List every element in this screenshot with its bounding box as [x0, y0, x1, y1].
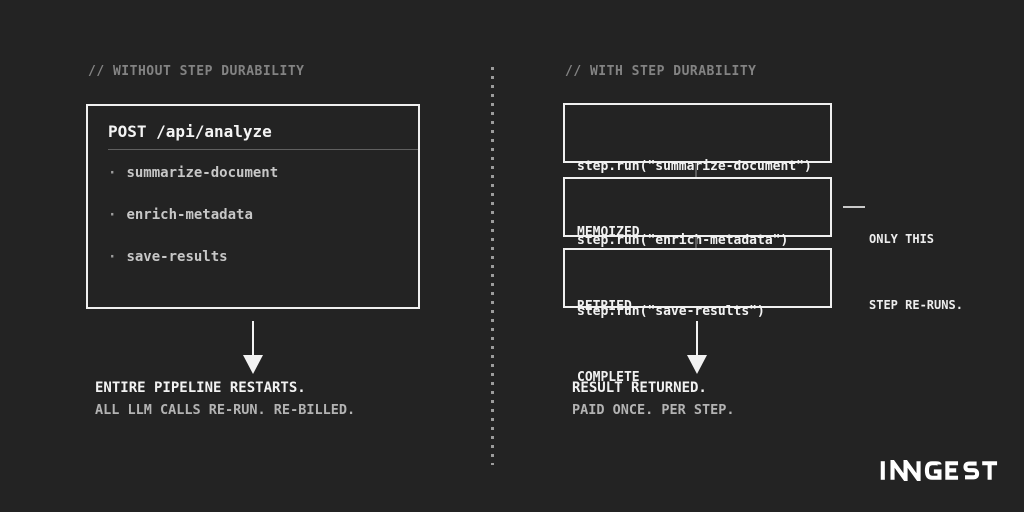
arrow-head — [243, 355, 263, 374]
right-panel-header: // WITH STEP DURABILITY — [565, 64, 757, 79]
annotation-line-1: ONLY THIS — [869, 232, 935, 246]
arrow-stem — [252, 321, 254, 355]
center-divider — [491, 67, 494, 465]
list-item: · save-results — [108, 249, 398, 267]
bullet-icon: · — [108, 165, 117, 181]
down-arrow-icon — [243, 321, 263, 374]
api-endpoint-title: POST /api/analyze — [108, 122, 272, 141]
task-label: save-results — [126, 249, 228, 265]
left-panel-header: // WITHOUT STEP DURABILITY — [88, 64, 305, 79]
step-code: step.run("summarize-document") — [577, 156, 818, 178]
step-card-summarize: step.run("summarize-document") MEMOIZED — [563, 103, 832, 240]
step-card-enrich: step.run("enrich-metadata") RETRIED — [563, 177, 832, 314]
task-label: summarize-document — [126, 165, 279, 181]
step-connector — [695, 163, 697, 179]
down-arrow-icon — [687, 321, 707, 374]
card-divider — [108, 149, 418, 150]
inngest-logo-icon — [880, 460, 998, 481]
task-list: · summarize-document · enrich-metadata · sa… — [88, 165, 418, 267]
task-label: enrich-metadata — [126, 207, 253, 223]
annotation-tick — [843, 206, 865, 208]
step-code: step.run("save-results") — [577, 304, 765, 319]
bullet-icon: · — [108, 207, 117, 223]
without-durability-label: // WITHOUT STEP DURABILITY — [88, 64, 305, 79]
list-item: · enrich-metadata — [108, 207, 398, 225]
annotation-line-2: STEP RE-RUNS. — [869, 298, 963, 312]
step-card-save: step.run("save-results") COMPLETE — [563, 248, 832, 385]
right-result-title: RESULT RETURNED. — [572, 380, 707, 396]
arrow-head — [687, 355, 707, 374]
arrow-stem — [696, 321, 698, 355]
step-connector — [695, 237, 697, 250]
with-durability-label: // WITH STEP DURABILITY — [565, 64, 757, 79]
left-result-subtitle: ALL LLM CALLS RE-RUN. RE-BILLED. — [95, 402, 356, 418]
step-status: COMPLETE — [577, 370, 640, 385]
left-result-title: ENTIRE PIPELINE RESTARTS. — [95, 380, 306, 396]
step-code: step.run("enrich-metadata") — [577, 233, 789, 248]
bullet-icon: · — [108, 249, 117, 265]
api-request-card: POST /api/analyze · summarize-document · e… — [86, 104, 420, 309]
annotation-callout: ONLY THIS STEP RE-RUNS. — [869, 184, 963, 360]
right-result-subtitle: PAID ONCE. PER STEP. — [572, 402, 735, 418]
inngest-logo — [880, 460, 998, 481]
list-item: · summarize-document — [108, 165, 398, 183]
